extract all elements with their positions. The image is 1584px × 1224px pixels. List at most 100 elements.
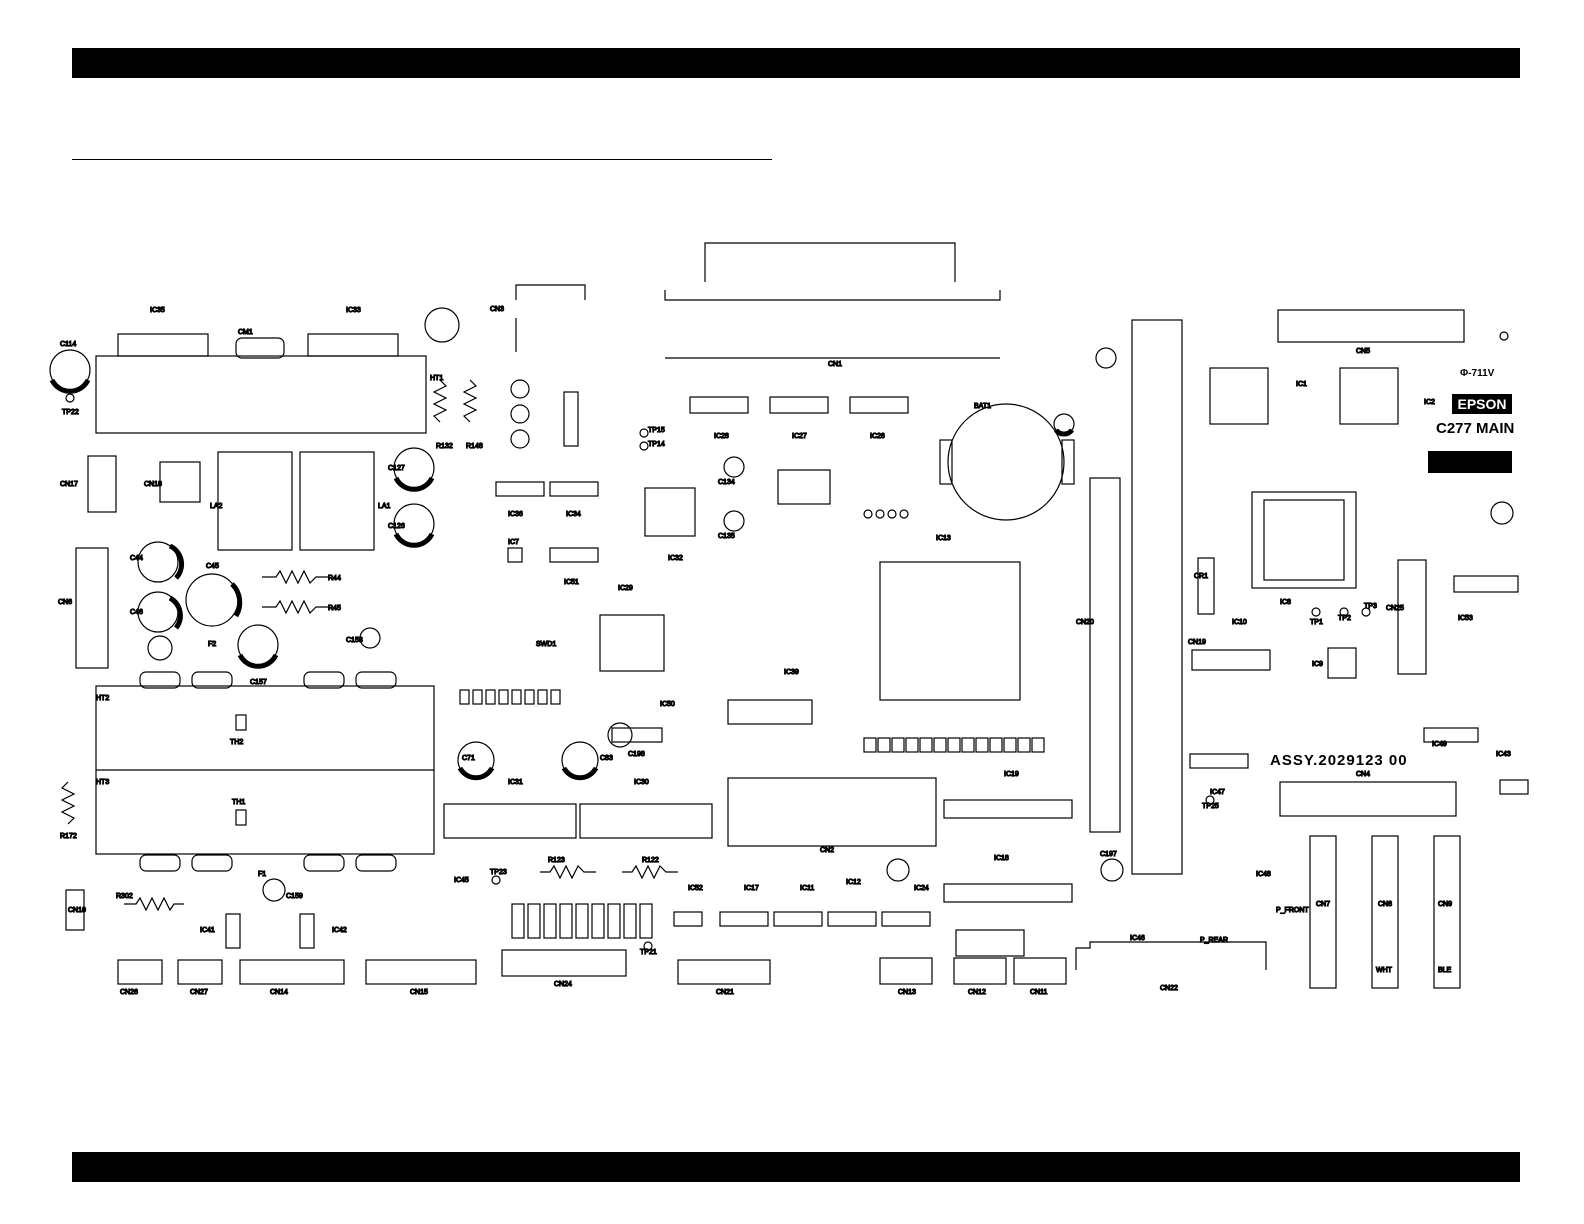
- ic13-body: [879, 561, 1021, 701]
- label-c114: C114: [60, 341, 76, 348]
- label-ic18: IC18: [994, 855, 1009, 862]
- label-ic45: IC45: [454, 877, 469, 884]
- ic29-body: [599, 614, 665, 672]
- label-cn12: CN12: [968, 989, 986, 996]
- label-cn25: CN25: [1386, 605, 1404, 612]
- label-tp21: TP21: [640, 949, 657, 956]
- label-ic2: IC2: [1424, 399, 1435, 406]
- label-ic24: IC24: [914, 885, 929, 892]
- label-ic34: IC34: [566, 511, 581, 518]
- label-la1: LA1: [378, 503, 391, 510]
- resistor-network-row: [863, 737, 1045, 753]
- label-ic52: IC52: [688, 885, 703, 892]
- crystal-cr1: [1197, 557, 1215, 615]
- label-cn11: CN11: [1030, 989, 1047, 996]
- label-r122: R122: [642, 857, 659, 864]
- label-c157: C157: [250, 679, 267, 686]
- connector-cn10: [65, 889, 85, 931]
- label-c197: C197: [1100, 851, 1117, 858]
- label-ic19: IC19: [1004, 771, 1019, 778]
- connector-cn25: [1397, 559, 1427, 675]
- label-ic35: IC35: [150, 307, 165, 314]
- label-tp1: TP1: [1310, 619, 1323, 626]
- label-cn2: CN2: [820, 847, 834, 854]
- ic9-body: [1327, 647, 1357, 679]
- label-ic49: IC49: [1432, 741, 1447, 748]
- label-c83: C83: [600, 755, 613, 762]
- label-bat1: BAT1: [974, 403, 991, 410]
- label-swd1: SWD1: [536, 641, 556, 648]
- label-ic12: IC12: [846, 879, 861, 886]
- ic33-outline: [307, 333, 399, 357]
- coil-la1: [299, 451, 375, 551]
- ic8-outer: [1251, 491, 1357, 589]
- label-ic8: IC8: [1280, 599, 1291, 606]
- dip-ic-outlines: [225, 391, 1529, 949]
- label-ic7: IC7: [508, 539, 519, 546]
- label-ic46: IC46: [1130, 935, 1145, 942]
- certification-mark: Φ-711V: [1460, 368, 1495, 379]
- label-ic43: IC43: [1496, 751, 1511, 758]
- label-ic36: IC36: [508, 511, 523, 518]
- label-f1: F1: [258, 871, 266, 878]
- label-ic28: IC28: [714, 433, 729, 440]
- header-rule: [72, 159, 772, 160]
- test-points: [65, 331, 1509, 951]
- connector-cn17: [87, 455, 117, 513]
- label-ht1: HT1: [430, 375, 443, 382]
- transistor-row-top: [139, 671, 397, 689]
- label-c126: C126: [388, 523, 405, 530]
- label-ic53: IC53: [1458, 615, 1473, 622]
- ic35-outline: [117, 333, 209, 357]
- connector-cn5: [1277, 309, 1465, 343]
- connector-cn1: [664, 242, 1001, 359]
- label-ic26: IC26: [870, 433, 885, 440]
- label-cn4: CN4: [1356, 771, 1370, 778]
- brand-logo-epson: EPSON: [1452, 394, 1512, 414]
- battery-bat1: [939, 403, 1075, 521]
- label-r123: R123: [548, 857, 565, 864]
- ic37-body: [777, 469, 831, 505]
- label-ic48: IC48: [1256, 871, 1271, 878]
- label-ic50: IC50: [660, 701, 675, 708]
- capacitor-polarity-arcs: [49, 378, 1074, 781]
- connector-cn8: [1371, 835, 1399, 989]
- connector-cn18: [159, 461, 201, 503]
- connector-cn3: [515, 284, 586, 352]
- label-r45: R45: [328, 605, 341, 612]
- label-ic39: IC39: [784, 669, 799, 676]
- connector-cn20-strip: [1131, 319, 1183, 875]
- transistor-row-bottom: [139, 854, 397, 872]
- label-ht3: HT3: [96, 779, 109, 786]
- label-ic30: IC30: [634, 779, 649, 786]
- label-cn3: CN3: [490, 306, 504, 313]
- label-cn6: CN6: [58, 599, 72, 606]
- label-cn19: CN19: [1188, 639, 1206, 646]
- label-cn24: CN24: [554, 981, 572, 988]
- label-cr1: CR1: [1194, 573, 1208, 580]
- label-r172: R172: [60, 833, 77, 840]
- ic8-inner: [1263, 499, 1345, 581]
- connector-cn7: [1309, 835, 1337, 989]
- ic-square-1: [644, 487, 696, 537]
- connector-cn20-inner: [1089, 477, 1121, 833]
- label-c71: C71: [462, 755, 475, 762]
- diode-array: [511, 903, 653, 939]
- label-ic29: IC29: [618, 585, 633, 592]
- label-c44: C44: [130, 555, 143, 562]
- label-c46: C46: [130, 609, 143, 616]
- label-th1: TH1: [232, 799, 245, 806]
- label-cn27: CN27: [190, 989, 208, 996]
- heatsink-ht1: [95, 355, 427, 434]
- connector-cn6: [75, 547, 109, 669]
- board-model-label: C277 MAIN: [1436, 420, 1515, 437]
- label-ic13: IC13: [936, 535, 951, 542]
- label-tp22: TP22: [62, 409, 79, 416]
- label-ble: BLE: [1438, 967, 1452, 974]
- label-ic47: IC47: [1210, 789, 1225, 796]
- label-cn5: CN5: [1356, 348, 1370, 355]
- label-c158: C158: [346, 637, 363, 644]
- label-c135: C135: [718, 533, 735, 540]
- label-cm1: CM1: [238, 329, 253, 336]
- label-r302: R302: [116, 893, 133, 900]
